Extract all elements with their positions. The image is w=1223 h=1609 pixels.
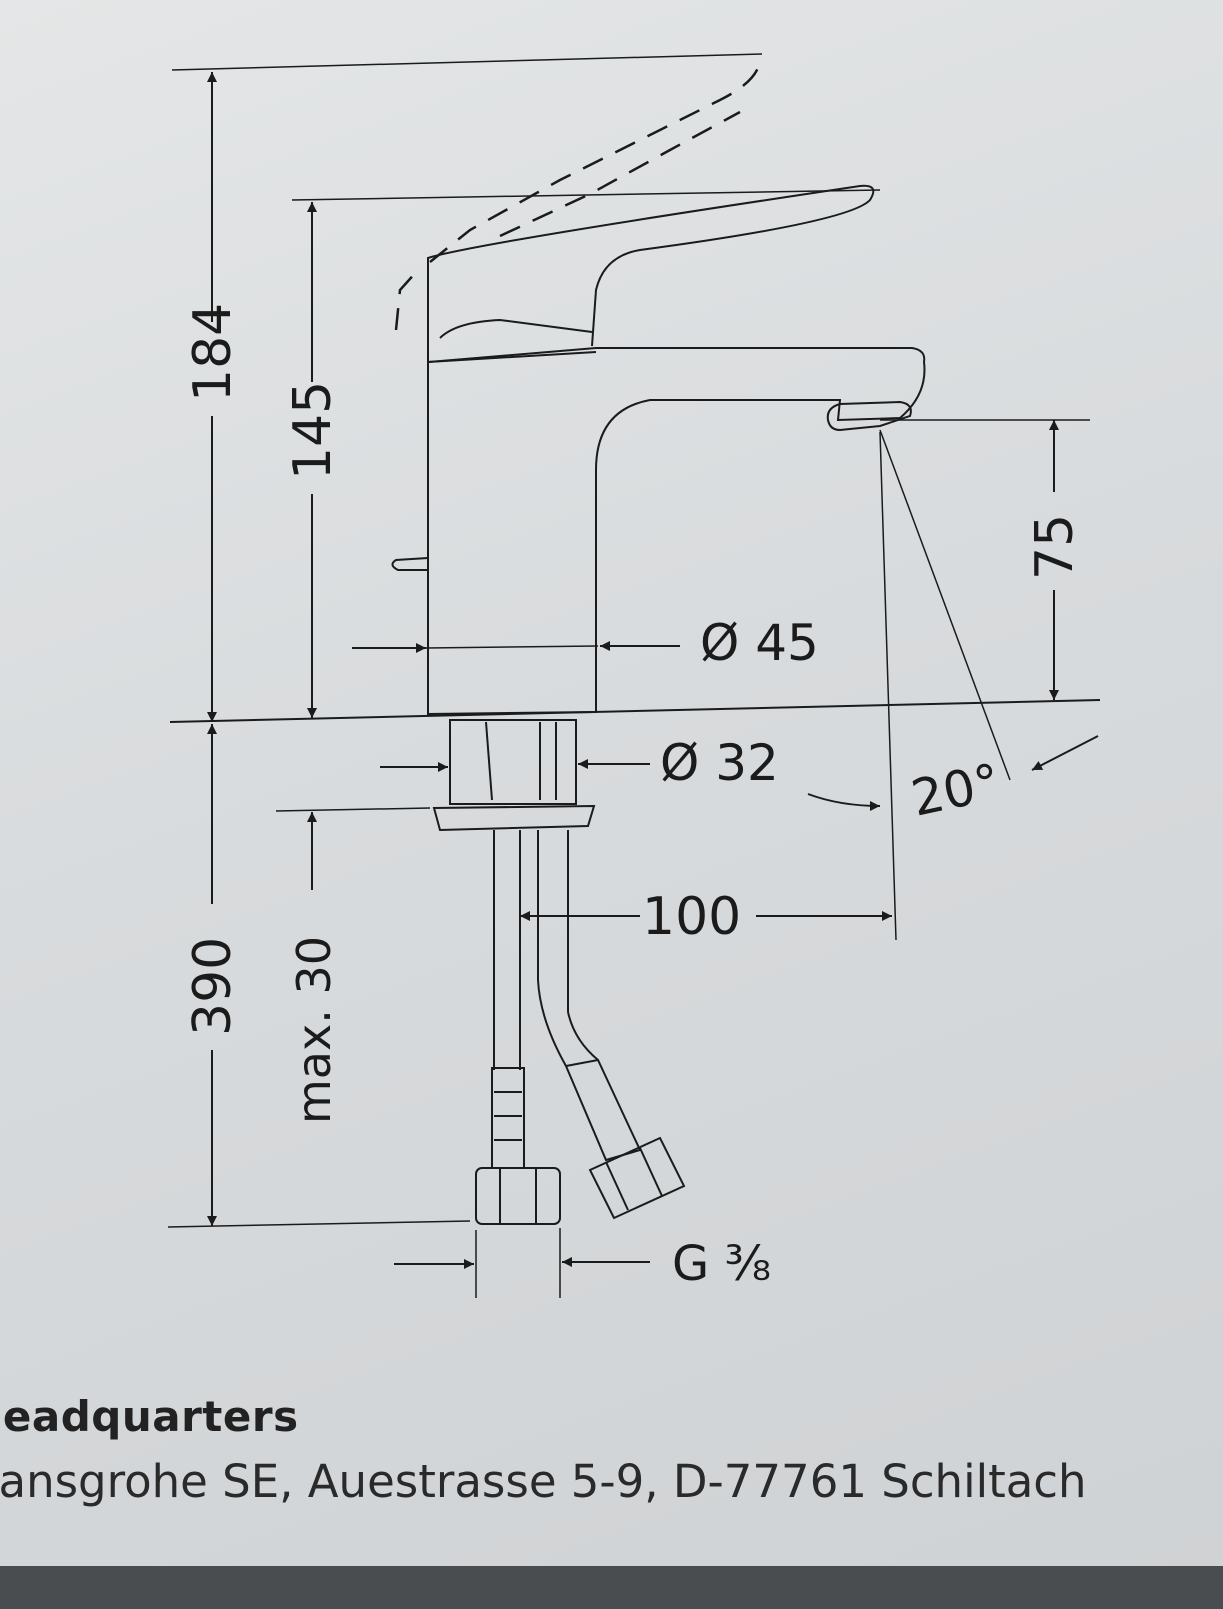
dimension-lines	[207, 72, 1099, 1298]
dim-20deg-pointer-left	[807, 793, 881, 811]
dim-label-g38: G ³⁄₈	[672, 1236, 771, 1292]
dim-label-20deg: 20°	[906, 753, 1005, 828]
dim-d45-span	[425, 645, 599, 649]
lever-handle	[427, 184, 875, 362]
shank	[449, 719, 577, 805]
nut-edge	[639, 1147, 663, 1197]
top-extension-line	[171, 53, 763, 71]
connector-right	[564, 1058, 642, 1162]
connector-left	[491, 1067, 525, 1169]
lever-base	[439, 318, 593, 339]
dim-20deg-pointer-right	[1031, 735, 1099, 771]
lever-open-position-dashed	[394, 57, 762, 331]
dim-label-184: 184	[183, 303, 243, 402]
dim-label-d32: Ø 32	[660, 734, 779, 792]
spout-vertical-line	[879, 431, 897, 941]
aerator	[826, 400, 912, 432]
faucet-body	[427, 347, 926, 716]
faucet-outline	[167, 53, 1101, 1228]
nut-edge	[605, 1161, 629, 1211]
dim-label-145: 145	[283, 381, 343, 480]
footer-heading: leadquarters	[0, 1392, 299, 1441]
nut-right	[588, 1136, 686, 1220]
fixing-plate	[432, 804, 596, 832]
counter-bottom-extension-line	[275, 807, 431, 812]
spout-angle-line	[879, 429, 1011, 781]
lever-extension-line	[291, 189, 881, 201]
dim-label-d45: Ø 45	[700, 614, 819, 672]
dim-label-75: 75	[1025, 514, 1085, 580]
counter-line	[169, 699, 1101, 723]
dim-label-390: 390	[183, 937, 243, 1036]
hose-bend	[567, 1011, 599, 1061]
nut-left	[475, 1167, 561, 1225]
dim-label-100: 100	[642, 887, 741, 947]
body-top-edge	[427, 351, 597, 363]
dim-label-max30: max. 30	[287, 936, 341, 1124]
bottom-dark-strip	[0, 1566, 1223, 1609]
footer-address: lansgrohe SE, Auestrasse 5-9, D-77761 Sc…	[0, 1455, 1087, 1508]
shank-thread-line	[485, 721, 493, 801]
hose-bend	[537, 979, 567, 1067]
popup-rod	[391, 557, 429, 571]
bottom-extension-line	[167, 1220, 471, 1228]
